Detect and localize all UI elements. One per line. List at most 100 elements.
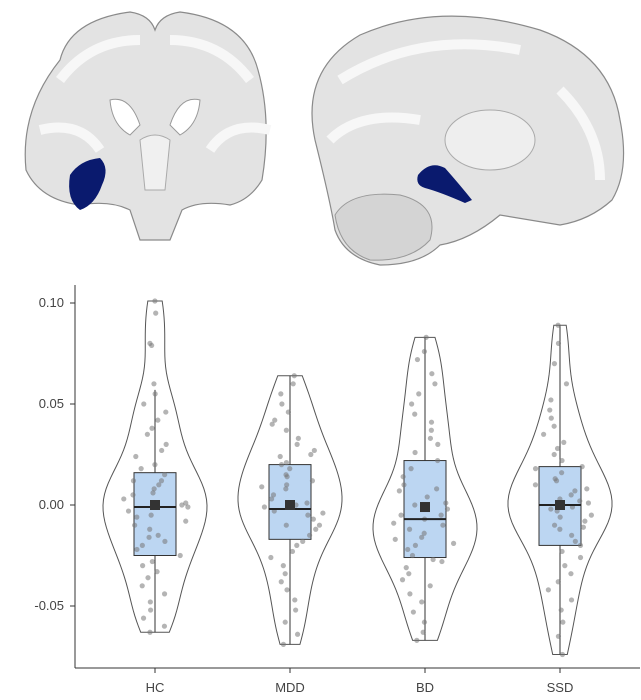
data-point <box>553 478 560 484</box>
data-point <box>284 587 290 593</box>
data-point <box>300 538 306 544</box>
data-point <box>311 447 317 454</box>
data-point <box>588 512 594 518</box>
data-point <box>270 492 277 498</box>
data-point <box>305 512 311 518</box>
data-point <box>392 536 398 542</box>
data-point <box>551 423 557 429</box>
data-point <box>429 371 435 377</box>
data-point <box>532 482 539 488</box>
data-point <box>557 514 563 520</box>
data-point <box>577 498 583 504</box>
data-point <box>572 488 578 494</box>
data-point <box>403 565 409 571</box>
violin-outline <box>102 300 208 633</box>
data-point <box>125 508 132 514</box>
data-point <box>146 534 152 540</box>
data-point <box>151 381 157 387</box>
data-point <box>555 633 562 639</box>
data-point <box>568 597 575 603</box>
data-point <box>541 431 547 437</box>
data-point <box>162 472 168 478</box>
data-point <box>577 542 584 549</box>
data-point <box>278 391 284 397</box>
data-point <box>133 453 139 460</box>
data-point <box>399 577 406 583</box>
data-point <box>568 571 574 577</box>
data-point <box>559 457 565 464</box>
x-tick-label: BD <box>416 680 434 695</box>
data-point <box>568 492 574 498</box>
data-point <box>152 298 158 304</box>
data-point <box>269 421 275 427</box>
data-point <box>150 490 156 496</box>
data-point <box>155 532 161 538</box>
data-point <box>584 486 590 492</box>
data-point <box>183 500 189 506</box>
data-point <box>424 494 430 500</box>
data-point <box>551 451 557 458</box>
data-point <box>179 502 185 508</box>
data-point <box>280 563 286 569</box>
data-point <box>557 526 563 532</box>
data-point <box>284 474 290 480</box>
data-point <box>316 522 323 528</box>
data-point <box>272 417 278 423</box>
data-point <box>282 619 288 625</box>
data-point <box>439 558 445 565</box>
data-point <box>261 504 268 510</box>
data-point <box>406 526 413 532</box>
data-point <box>428 419 435 425</box>
data-point <box>309 478 316 484</box>
data-point <box>163 409 169 415</box>
data-point <box>450 540 457 546</box>
data-point <box>412 449 418 456</box>
data-point <box>310 516 316 522</box>
data-point <box>563 381 570 387</box>
data-point <box>555 340 562 346</box>
data-point <box>139 583 145 589</box>
violin-group-mdd <box>237 373 343 647</box>
data-point <box>416 391 422 397</box>
data-point <box>414 637 420 643</box>
data-point <box>161 591 168 597</box>
data-point <box>408 466 414 472</box>
data-point <box>159 447 165 454</box>
y-tick-label: 0.00 <box>39 497 64 512</box>
data-point <box>582 518 588 524</box>
data-point <box>149 342 155 349</box>
roi-region <box>417 165 472 203</box>
data-point <box>283 427 289 433</box>
data-point <box>400 474 406 480</box>
data-point <box>427 435 434 441</box>
data-point <box>579 464 585 470</box>
data-point <box>443 500 449 506</box>
data-point <box>577 554 584 561</box>
data-point <box>147 629 153 635</box>
data-point <box>401 482 407 488</box>
data-point <box>291 373 297 379</box>
data-point <box>414 356 421 363</box>
data-point <box>412 411 418 417</box>
data-point <box>141 401 147 407</box>
data-point <box>562 563 568 569</box>
data-point <box>161 623 168 629</box>
data-point <box>435 441 441 447</box>
data-point <box>551 522 558 528</box>
data-point <box>412 542 419 549</box>
data-point <box>290 381 296 387</box>
data-point <box>555 579 561 585</box>
data-point <box>130 478 137 484</box>
data-point <box>149 558 155 565</box>
data-point <box>391 520 397 526</box>
data-point <box>177 552 183 559</box>
roi-region <box>69 158 106 210</box>
data-point <box>283 486 289 492</box>
data-point <box>294 631 301 637</box>
data-point <box>132 522 138 528</box>
data-point <box>432 381 438 387</box>
data-point <box>280 641 287 647</box>
data-point <box>259 484 265 490</box>
